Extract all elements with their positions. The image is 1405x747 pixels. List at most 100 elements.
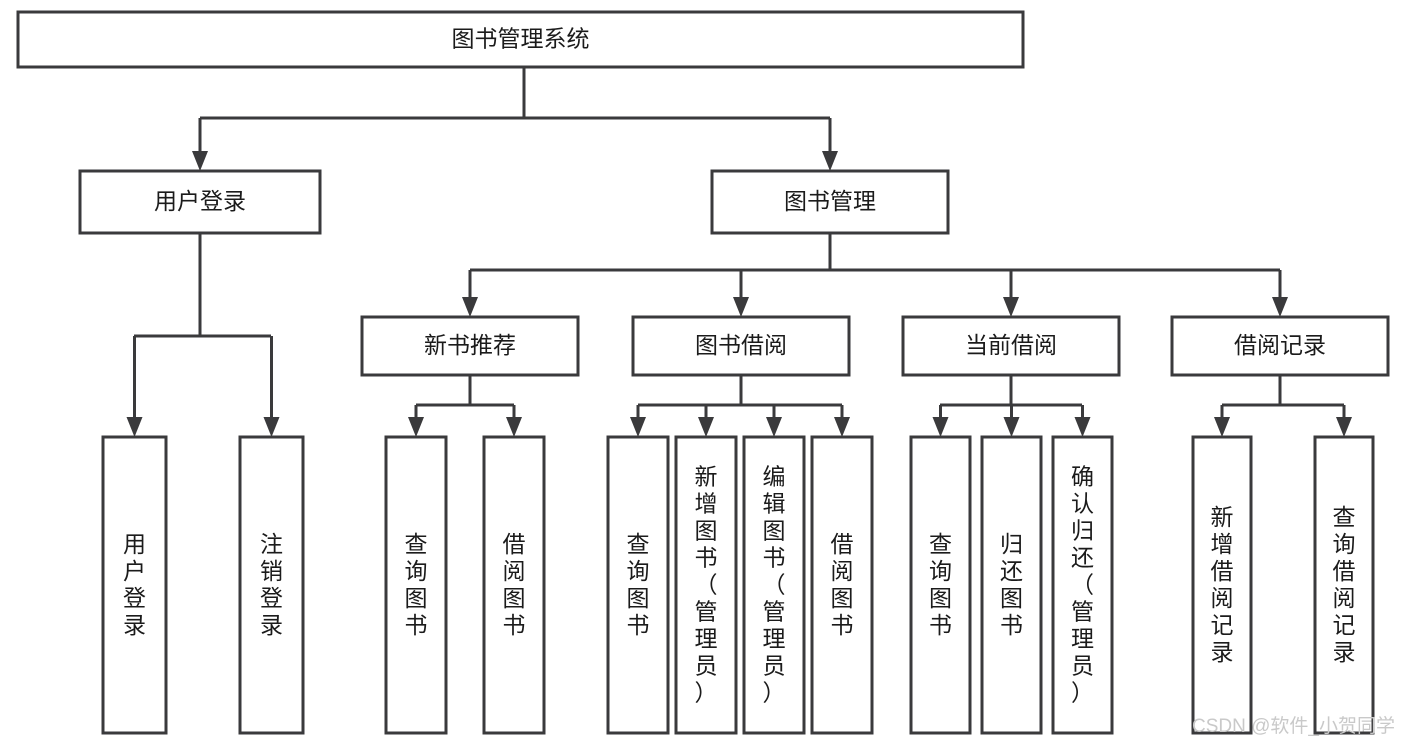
node-label-leaf-confirm-return-admin: 确认归还（管理员） [1071,464,1094,706]
edge-user-login-to-leaf-user-login [126,336,143,437]
node-box-leaf-add-book-admin[interactable] [674,435,738,735]
node-box-borrow-record[interactable] [1170,315,1390,377]
node-label-leaf-add-borrow-record: 新增借阅记录 [1211,504,1234,665]
arrow-head-icon [733,297,749,317]
edge-book-borrow-to-leaf-add-book-admin [698,405,714,437]
arrow-head-icon [1074,417,1091,437]
arrow-head-icon [1272,297,1288,317]
arrow-head-icon [766,417,782,437]
node-layer: 图书管理系统用户登录图书管理新书推荐图书借阅当前借阅借阅记录用户登录注销登录查询… [16,10,1390,735]
node-box-current-borrow[interactable] [901,315,1121,377]
node-box-user-login[interactable] [78,169,322,235]
arrow-head-icon [126,417,143,437]
branch-connector-new-book-recommend-branch [416,375,514,407]
edge-book-borrow-to-leaf-query-book-borrow [630,405,646,437]
node-label-borrow-record: 借阅记录 [1234,332,1326,358]
node-box-book-borrow[interactable] [631,315,851,377]
arrow-head-icon [698,417,714,437]
node-label-current-borrow: 当前借阅 [965,332,1057,358]
connector-layer [126,67,1352,437]
arrow-head-icon [834,417,850,437]
node-box-leaf-query-book-current[interactable] [909,435,972,735]
node-user-login[interactable]: 用户登录 [78,169,322,235]
arrow-head-icon [263,417,280,437]
edge-current-borrow-to-leaf-return-book [1003,405,1020,437]
node-label-leaf-borrow-book-recommend: 借阅图书 [503,531,526,638]
node-box-leaf-return-book[interactable] [980,435,1043,735]
node-leaf-borrow-book[interactable]: 借阅图书 [810,435,874,735]
node-box-leaf-edit-book-admin[interactable] [742,435,806,735]
edge-new-book-recommend-to-leaf-query-book-recommend [408,405,424,437]
node-leaf-confirm-return-admin[interactable]: 确认归还（管理员） [1051,435,1114,735]
node-leaf-query-book-current[interactable]: 查询图书 [909,435,972,735]
edge-book-manage-to-current-borrow [1003,270,1019,317]
arrow-head-icon [1003,297,1019,317]
node-label-leaf-query-book-current: 查询图书 [929,531,952,638]
node-leaf-query-book-borrow[interactable]: 查询图书 [606,435,670,735]
arrow-head-icon [506,417,522,437]
edge-book-borrow-to-leaf-borrow-book [834,405,850,437]
node-box-leaf-user-logout[interactable] [238,435,305,735]
node-box-leaf-add-borrow-record[interactable] [1191,435,1253,735]
node-box-leaf-borrow-book-recommend[interactable] [482,435,546,735]
arrow-head-icon [822,151,838,171]
node-box-leaf-query-borrow-record[interactable] [1313,435,1375,735]
node-leaf-return-book[interactable]: 归还图书 [980,435,1043,735]
node-label-leaf-user-logout: 注销登录 [260,531,283,638]
node-borrow-record[interactable]: 借阅记录 [1170,315,1390,377]
node-box-root[interactable] [16,10,1025,69]
edge-root-to-book-manage [822,118,838,171]
node-leaf-borrow-book-recommend[interactable]: 借阅图书 [482,435,546,735]
node-box-leaf-confirm-return-admin[interactable] [1051,435,1114,735]
node-label-leaf-add-book-admin: 新增图书（管理员） [695,464,718,706]
branch-connector-current-borrow-branch [940,375,1082,407]
edge-book-borrow-to-leaf-edit-book-admin [766,405,782,437]
node-book-manage[interactable]: 图书管理 [710,169,950,235]
node-label-leaf-return-book: 归还图书 [1000,531,1023,638]
arrow-head-icon [1336,417,1352,437]
node-leaf-query-borrow-record[interactable]: 查询借阅记录 [1313,435,1375,735]
arrow-head-icon [1003,417,1020,437]
arrow-head-icon [630,417,646,437]
node-label-root: 图书管理系统 [452,26,590,52]
edge-root-to-user-login [192,118,208,171]
node-label-leaf-query-book-borrow: 查询图书 [627,531,650,638]
arrow-head-icon [1214,417,1230,437]
node-label-leaf-user-login: 用户登录 [123,531,146,638]
arrow-head-icon [192,151,208,171]
arrow-head-icon [408,417,424,437]
node-leaf-add-book-admin[interactable]: 新增图书（管理员） [674,435,738,735]
node-label-book-borrow: 图书借阅 [695,332,787,358]
node-leaf-edit-book-admin[interactable]: 编辑图书（管理员） [742,435,806,735]
edge-book-manage-to-borrow-record [1272,270,1288,317]
node-label-leaf-query-book-recommend: 查询图书 [405,531,428,638]
edge-borrow-record-to-leaf-query-borrow-record [1336,405,1352,437]
edge-user-login-to-leaf-user-logout [263,336,280,437]
arrow-head-icon [932,417,949,437]
node-leaf-add-borrow-record[interactable]: 新增借阅记录 [1191,435,1253,735]
node-leaf-user-logout[interactable]: 注销登录 [238,435,305,735]
node-leaf-query-book-recommend[interactable]: 查询图书 [384,435,448,735]
node-box-leaf-query-book-recommend[interactable] [384,435,448,735]
node-box-leaf-user-login[interactable] [101,435,168,735]
node-box-new-book-recommend[interactable] [360,315,580,377]
branch-connector-root-branch [200,67,830,120]
branch-connector-borrow-record-branch [1222,375,1344,407]
node-current-borrow[interactable]: 当前借阅 [901,315,1121,377]
node-root[interactable]: 图书管理系统 [16,10,1025,69]
branch-connector-book-manage-branch [470,233,1280,272]
node-leaf-user-login[interactable]: 用户登录 [101,435,168,735]
csdn-watermark: CSDN @软件_小贺同学 [1192,715,1395,737]
edge-borrow-record-to-leaf-add-borrow-record [1214,405,1230,437]
edge-current-borrow-to-leaf-confirm-return-admin [1074,405,1091,437]
edge-book-manage-to-book-borrow [733,270,749,317]
node-new-book-recommend[interactable]: 新书推荐 [360,315,580,377]
node-box-leaf-query-book-borrow[interactable] [606,435,670,735]
branch-connector-user-login-branch [134,233,271,338]
node-label-user-login: 用户登录 [154,188,246,214]
node-book-borrow[interactable]: 图书借阅 [631,315,851,377]
node-box-leaf-borrow-book[interactable] [810,435,874,735]
node-box-book-manage[interactable] [710,169,950,235]
node-label-leaf-query-borrow-record: 查询借阅记录 [1333,504,1356,665]
